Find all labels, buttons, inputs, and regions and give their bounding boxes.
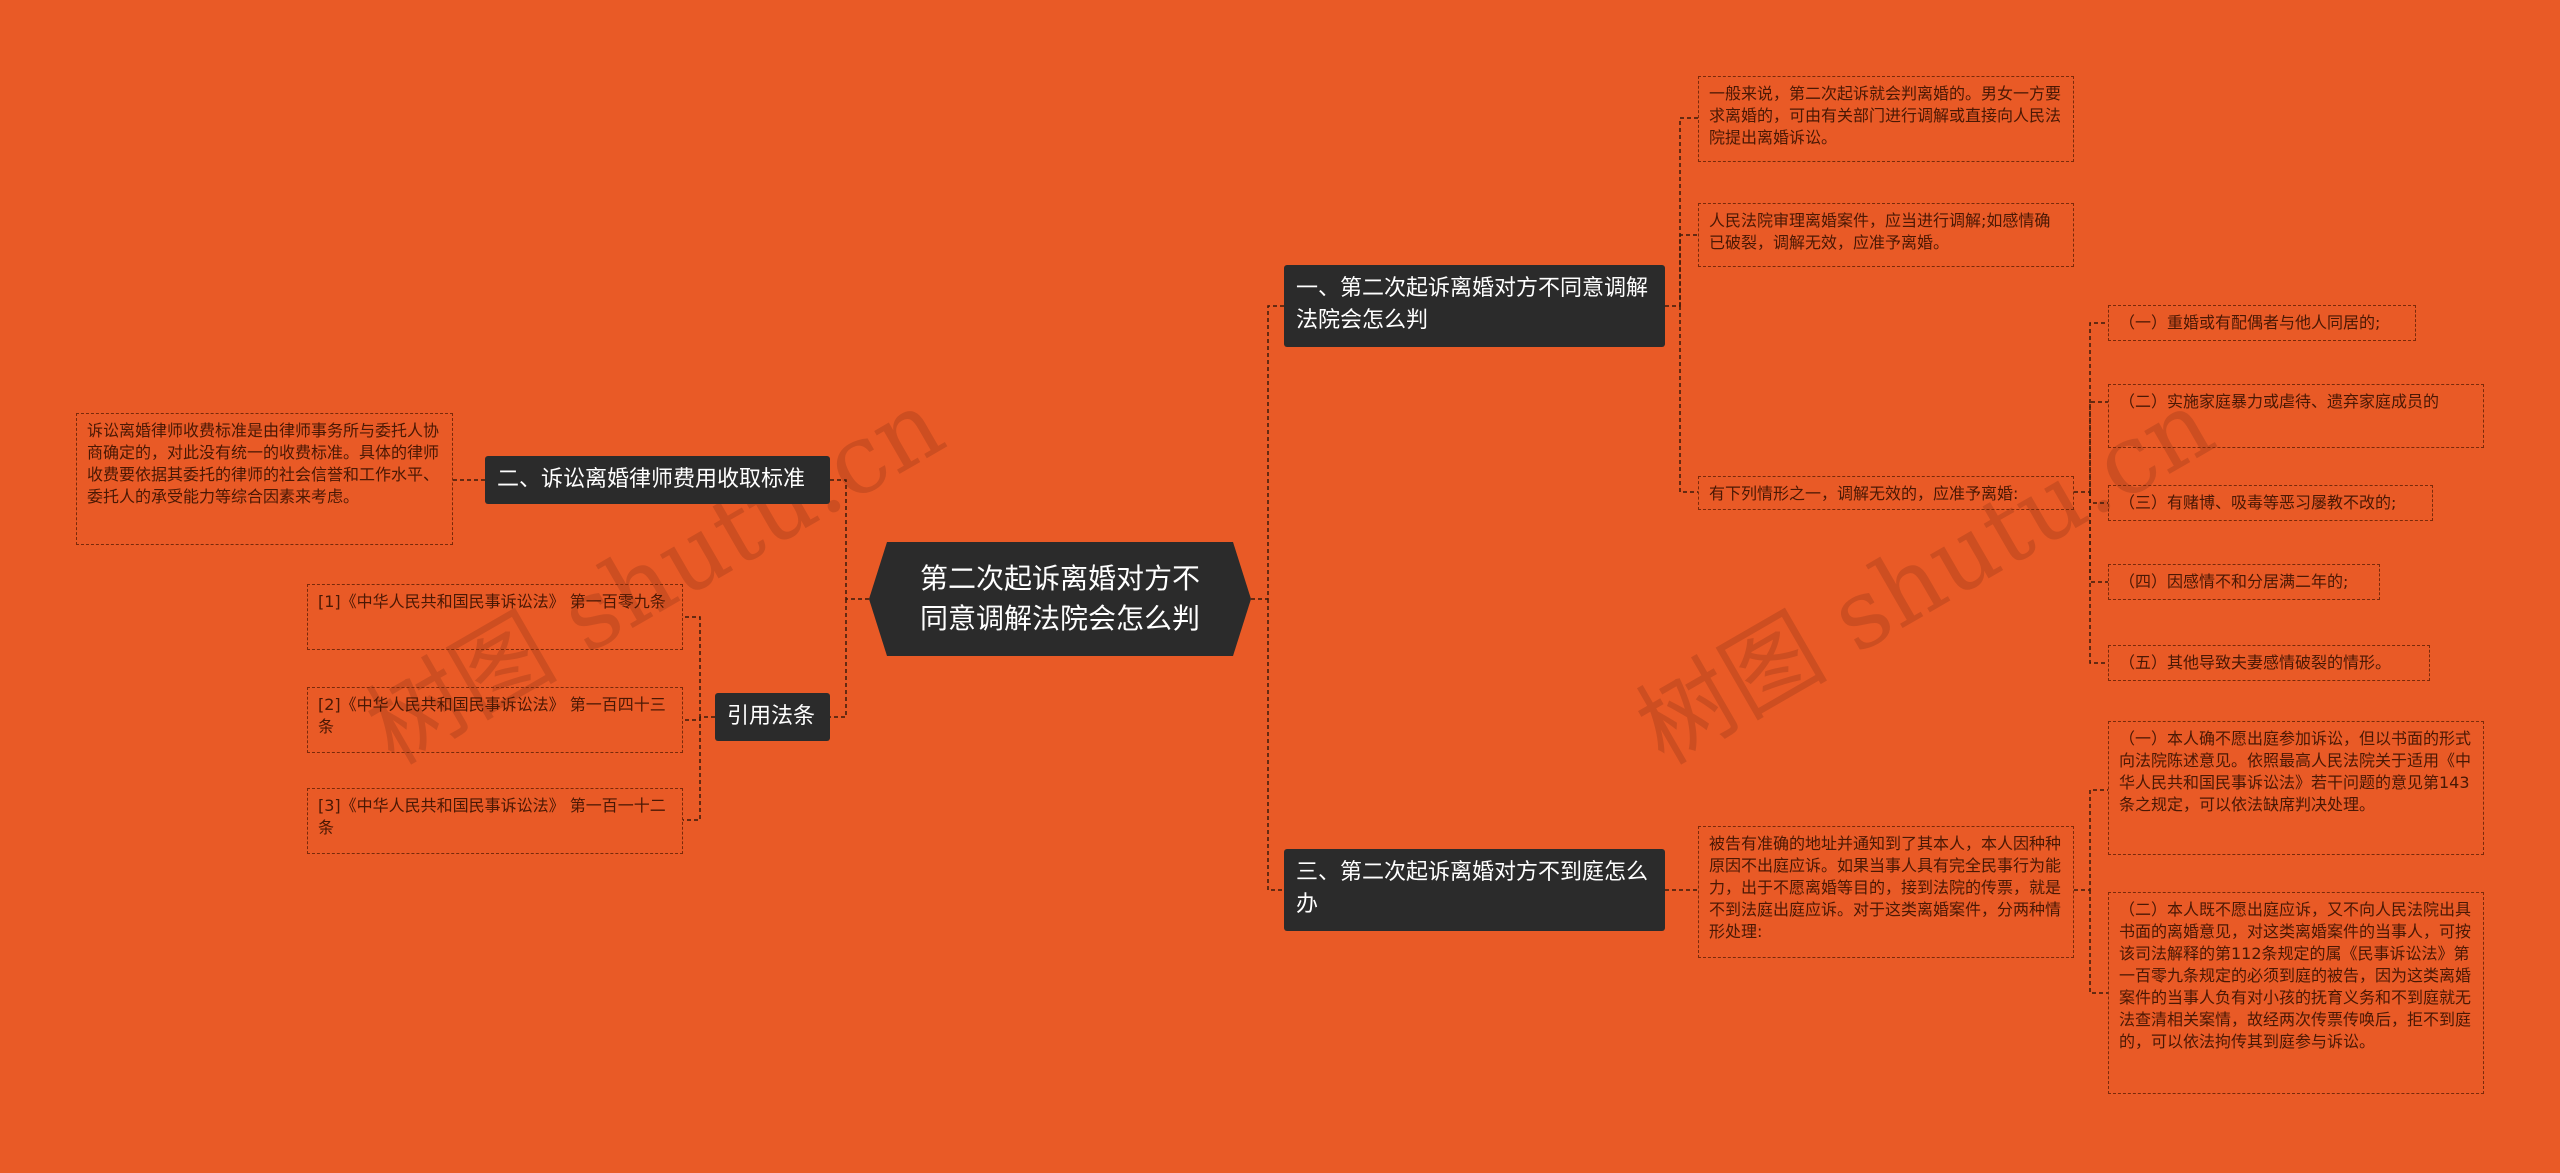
b4-ref-1: [1]《中华人民共和国民事诉讼法》 第一百零九条 [307,584,683,650]
branch-1-node[interactable]: 一、第二次起诉离婚对方不同意调解法院会怎么判 [1284,265,1665,347]
b1-note-2: 人民法院审理离婚案件，应当进行调解;如感情确已破裂，调解无效，应准予离婚。 [1698,203,2074,267]
b1-note-3: 有下列情形之一，调解无效的，应准予离婚: [1698,476,2074,510]
root-label: 第二次起诉离婚对方不同意调解法院会怎么判 [919,562,1200,635]
b1-condition-1: （一）重婚或有配偶者与他人同居的; [2108,305,2416,341]
branch-2-node[interactable]: 二、诉讼离婚律师费用收取标准 [485,456,830,504]
branch-4-node[interactable]: 引用法条 [715,693,830,741]
b1-condition-4: （四）因感情不和分居满二年的; [2108,564,2380,600]
b1-condition-5: （五）其他导致夫妻感情破裂的情形。 [2108,645,2430,681]
b1-condition-2: （二）实施家庭暴力或虐待、遗弃家庭成员的 [2108,384,2484,448]
root-node[interactable]: 第二次起诉离婚对方不同意调解法院会怎么判 [869,542,1251,656]
b1-note-1: 一般来说，第二次起诉就会判离婚的。男女一方要求离婚的，可由有关部门进行调解或直接… [1698,76,2074,162]
b3-case-1: （一）本人确不愿出庭参加诉讼，但以书面的形式向法院陈述意见。依照最高人民法院关于… [2108,721,2484,855]
b4-ref-3: [3]《中华人民共和国民事诉讼法》 第一百一十二条 [307,788,683,854]
b4-ref-2: [2]《中华人民共和国民事诉讼法》 第一百四十三条 [307,687,683,753]
b3-case-2: （二）本人既不愿出庭应诉，又不向人民法院出具书面的离婚意见，对这类离婚案件的当事… [2108,892,2484,1094]
b3-note: 被告有准确的地址并通知到了其本人，本人因种种原因不出庭应诉。如果当事人具有完全民… [1698,826,2074,958]
b2-note: 诉讼离婚律师收费标准是由律师事务所与委托人协商确定的，对此没有统一的收费标准。具… [76,413,453,545]
branch-3-node[interactable]: 三、第二次起诉离婚对方不到庭怎么办 [1284,849,1665,931]
b1-condition-3: （三）有赌博、吸毒等恶习屡教不改的; [2108,485,2433,521]
